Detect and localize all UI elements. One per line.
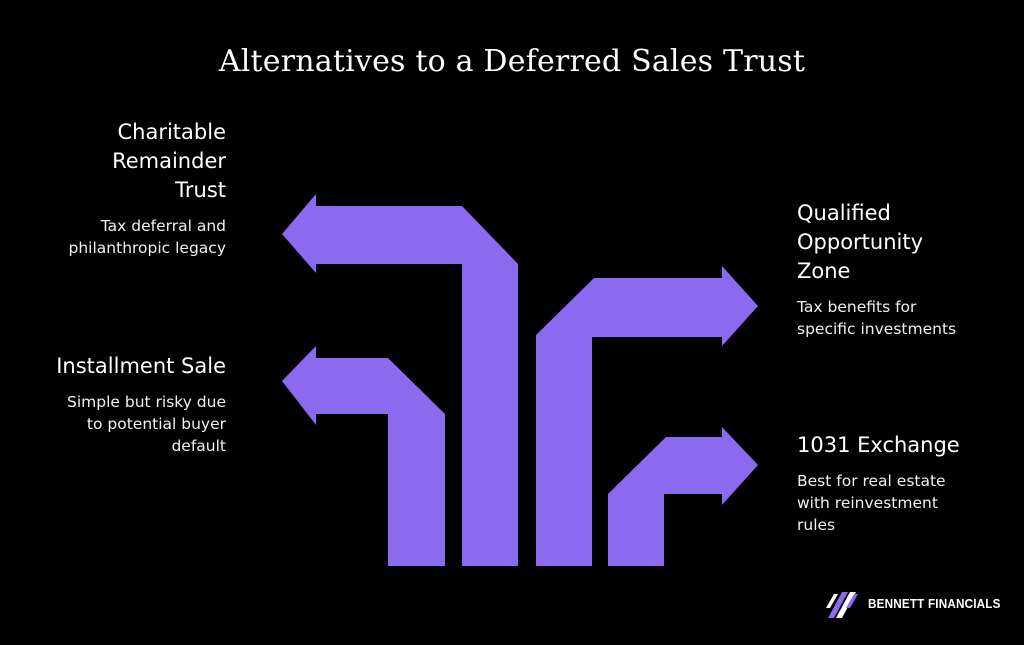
heading-line: 1031 Exchange (797, 433, 960, 457)
alternative-description: Tax benefits for specific investments (797, 296, 997, 340)
heading-line: Qualified (797, 201, 891, 225)
description-line: specific investments (797, 320, 957, 338)
description-line: Best for real estate (797, 472, 946, 490)
heading-line: Trust (175, 178, 226, 202)
diagram-title: Alternatives to a Deferred Sales Trust (218, 44, 806, 79)
arrow-1031-exchange (608, 427, 758, 566)
alternative-description: Tax deferral and philanthropic legacy (40, 215, 226, 259)
alternative-1031-exchange: 1031 Exchange Best for real estate with … (797, 431, 997, 536)
heading-line: Charitable (117, 120, 227, 144)
heading-line: Opportunity (797, 230, 924, 254)
alternative-heading: Installment Sale (20, 352, 226, 381)
description-line: Tax deferral and (100, 217, 226, 235)
alternative-description: Best for real estate with reinvestment r… (797, 470, 997, 536)
arrow-qualified-opportunity-zone (536, 266, 758, 566)
alternative-installment-sale: Installment Sale Simple but risky due to… (20, 352, 226, 457)
description-line: with reinvestment (797, 494, 938, 512)
description-line: to potential buyer (86, 415, 226, 433)
description-line: rules (797, 516, 836, 534)
heading-line: Installment Sale (56, 354, 226, 378)
bennett-financials-stripes-logo-icon (826, 592, 858, 618)
logo-text: BENNETT FINANCIALS (868, 595, 1001, 611)
description-line: Tax benefits for (797, 298, 917, 316)
alternative-heading: Qualified Opportunity Zone (797, 199, 997, 286)
alternative-heading: Charitable Remainder Trust (40, 118, 226, 205)
heading-line: Remainder (112, 149, 226, 173)
arrow-charitable-remainder-trust (282, 194, 518, 566)
alternative-heading: 1031 Exchange (797, 431, 997, 460)
alternative-charitable-remainder-trust: Charitable Remainder Trust Tax deferral … (40, 118, 226, 259)
bennett-financials-logo: BENNETT FINANCIALS (826, 586, 1015, 620)
arrow-installment-sale (282, 346, 445, 566)
description-line: Simple but risky due (67, 393, 226, 411)
description-line: default (171, 437, 226, 455)
alternative-description: Simple but risky due to potential buyer … (20, 391, 226, 457)
heading-line: Zone (797, 259, 851, 283)
alternative-qualified-opportunity-zone: Qualified Opportunity Zone Tax benefits … (797, 199, 997, 340)
description-line: philanthropic legacy (68, 239, 226, 257)
